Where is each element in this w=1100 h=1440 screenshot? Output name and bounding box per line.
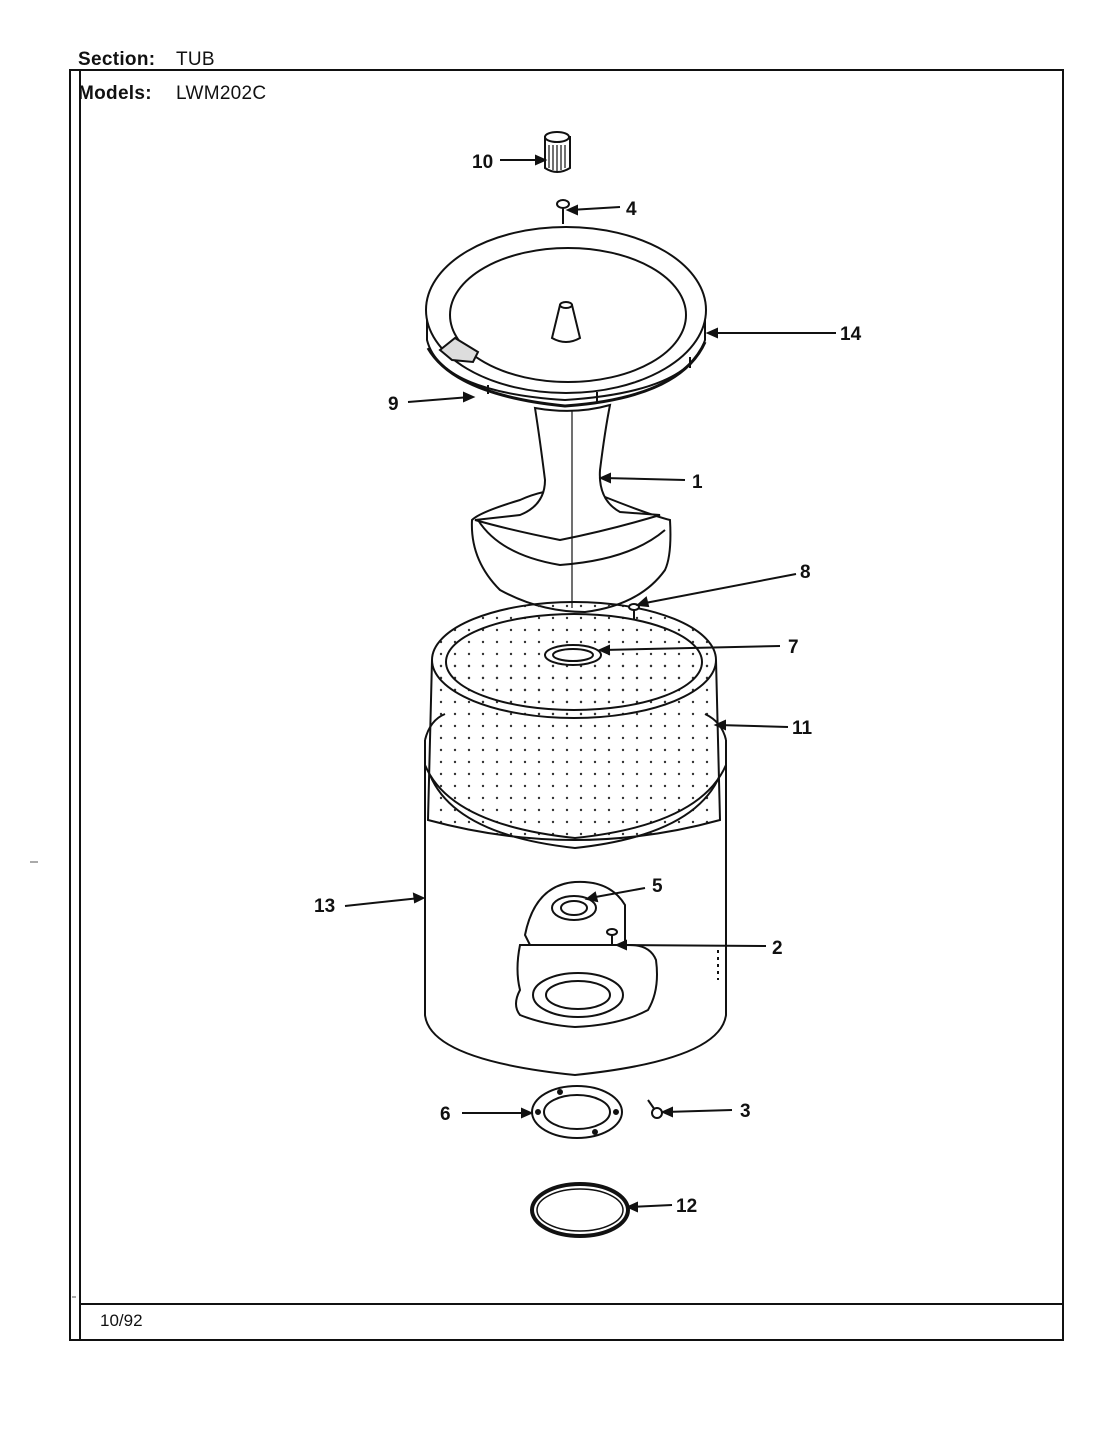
callout-13: 13 <box>314 896 335 917</box>
page-border <box>69 69 1064 1341</box>
callouts: 10 4 14 9 1 8 7 11 5 13 2 6 3 <box>314 152 862 1217</box>
callout-11: 11 <box>792 718 813 739</box>
callout-1: 1 <box>692 472 703 493</box>
scan-marks <box>30 861 76 1298</box>
part-9-gasket <box>426 341 707 408</box>
part-13-outer-tub <box>424 713 727 1077</box>
callout-2: 2 <box>772 938 783 959</box>
section-label: Section: <box>78 49 156 70</box>
callout-5: 5 <box>652 876 663 897</box>
section-row: Section: TUB <box>78 49 215 71</box>
callout-6: 6 <box>440 1104 451 1125</box>
models-label: Models: <box>78 83 152 104</box>
part-12-o-ring <box>530 1182 630 1238</box>
part-5-bearing <box>523 880 626 946</box>
callout-7: 7 <box>788 637 799 658</box>
part-11-spin-basket <box>426 601 722 841</box>
callout-9: 9 <box>388 394 399 415</box>
callout-12: 12 <box>676 1196 697 1217</box>
revision-date: 10/92 <box>100 1311 143 1330</box>
models-value: LWM202C <box>176 83 267 104</box>
callout-3: 3 <box>740 1101 751 1122</box>
callout-14: 14 <box>840 324 862 345</box>
section-value: TUB <box>176 49 215 70</box>
part-14-tub-ring <box>425 226 707 402</box>
models-row: Models: LWM202C <box>78 83 266 105</box>
part-6-flange-plate <box>531 1085 623 1139</box>
callout-10: 10 <box>472 152 493 173</box>
part-1-agitator <box>470 403 672 614</box>
part-2-screw <box>606 928 618 945</box>
part-4-screw <box>556 199 570 224</box>
part-10-knob <box>544 131 571 173</box>
callout-4: 4 <box>626 199 637 220</box>
part-3-bolt <box>647 1099 663 1119</box>
tub-base-housing <box>515 944 658 1029</box>
callout-8: 8 <box>800 562 811 583</box>
